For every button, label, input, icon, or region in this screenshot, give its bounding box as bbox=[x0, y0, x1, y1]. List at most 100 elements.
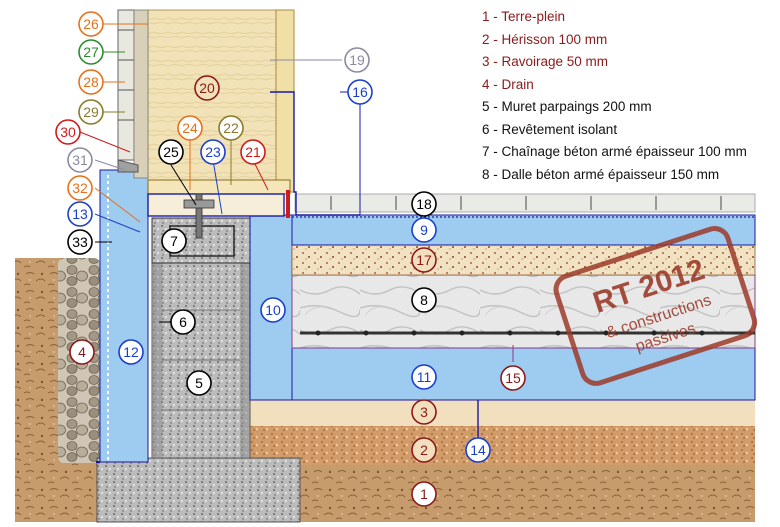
marker-circle bbox=[411, 217, 437, 243]
marker-circle bbox=[118, 339, 144, 365]
marker-9: 9 bbox=[411, 217, 437, 243]
marker-2: 2 bbox=[411, 437, 437, 463]
marker-circle bbox=[411, 191, 437, 217]
footing bbox=[96, 457, 301, 523]
marker-label: 15 bbox=[505, 370, 521, 386]
marker-label: 23 bbox=[205, 144, 221, 160]
marker-30: 30 bbox=[55, 119, 81, 145]
marker-label: 7 bbox=[170, 233, 178, 249]
marker-15: 15 bbox=[500, 365, 526, 391]
marker-circle bbox=[411, 287, 437, 313]
marker-6: 6 bbox=[170, 309, 196, 335]
marker-21: 21 bbox=[240, 139, 266, 165]
marker-label: 31 bbox=[72, 152, 88, 168]
marker-13: 13 bbox=[67, 201, 93, 227]
marker-label: 27 bbox=[83, 44, 99, 60]
marker-circle bbox=[67, 147, 93, 173]
marker-19: 19 bbox=[344, 47, 370, 73]
marker-33: 33 bbox=[67, 229, 93, 255]
marker-label: 30 bbox=[60, 124, 76, 140]
marker-label: 18 bbox=[416, 196, 432, 212]
legend: 1 - Terre-plein 2 - Hérisson 100 mm 3 - … bbox=[482, 6, 747, 186]
marker-label: 2 bbox=[420, 442, 428, 458]
legend-item-6: 6 - Revêtement isolant bbox=[482, 121, 618, 137]
marker-23: 23 bbox=[200, 139, 226, 165]
marker-label: 10 bbox=[265, 302, 281, 318]
marker-label: 32 bbox=[72, 180, 88, 196]
marker-20: 20 bbox=[194, 75, 220, 101]
marker-32: 32 bbox=[67, 175, 93, 201]
marker-circle bbox=[240, 139, 266, 165]
marker-11: 11 bbox=[411, 364, 437, 390]
soil-left-exterior bbox=[15, 258, 65, 463]
marker-label: 1 bbox=[420, 486, 428, 502]
marker-label: 12 bbox=[123, 344, 139, 360]
marker-circle bbox=[177, 115, 203, 141]
marker-circle bbox=[161, 228, 187, 254]
marker-27: 27 bbox=[78, 39, 104, 65]
marker-circle bbox=[411, 247, 437, 273]
marker-25: 25 bbox=[158, 139, 184, 165]
marker-circle bbox=[67, 175, 93, 201]
marker-label: 24 bbox=[182, 120, 198, 136]
marker-label: 17 bbox=[416, 252, 432, 268]
marker-circle bbox=[411, 481, 437, 507]
marker-18: 18 bbox=[411, 191, 437, 217]
marker-29: 29 bbox=[78, 99, 104, 125]
marker-circle bbox=[260, 297, 286, 323]
marker-circle bbox=[344, 47, 370, 73]
marker-label: 29 bbox=[83, 104, 99, 120]
marker-circle bbox=[194, 75, 220, 101]
marker-circle bbox=[55, 119, 81, 145]
legend-item-1: 1 - Terre-plein bbox=[482, 9, 566, 24]
marker-label: 19 bbox=[349, 52, 365, 68]
marker-24: 24 bbox=[177, 115, 203, 141]
marker-circle bbox=[500, 365, 526, 391]
legend-item-2: 2 - Hérisson 100 mm bbox=[482, 31, 608, 47]
marker-31: 31 bbox=[67, 147, 93, 173]
legend-item-8: 8 - Dalle béton armé épaisseur 150 mm bbox=[482, 166, 720, 182]
marker-12: 12 bbox=[118, 339, 144, 365]
marker-circle bbox=[218, 115, 244, 141]
floor-insulation bbox=[291, 214, 756, 246]
marker-10: 10 bbox=[260, 297, 286, 323]
marker-28: 28 bbox=[78, 69, 104, 95]
marker-label: 5 bbox=[195, 375, 203, 391]
marker-label: 8 bbox=[420, 292, 428, 308]
marker-3: 3 bbox=[411, 399, 437, 425]
marker-label: 26 bbox=[83, 16, 99, 32]
marker-label: 25 bbox=[163, 144, 179, 160]
anchor-bolt bbox=[195, 193, 203, 239]
marker-label: 6 bbox=[179, 314, 187, 330]
marker-26: 26 bbox=[78, 11, 104, 37]
base-rail bbox=[147, 193, 285, 217]
marker-circle bbox=[186, 370, 212, 396]
marker-circle bbox=[158, 139, 184, 165]
exterior-cladding bbox=[117, 9, 135, 161]
herisson-layer bbox=[250, 425, 755, 465]
marker-16: 16 bbox=[347, 79, 373, 105]
marker-circle bbox=[69, 339, 95, 365]
marker-label: 16 bbox=[352, 84, 368, 100]
marker-circle bbox=[347, 79, 373, 105]
marker-7: 7 bbox=[161, 228, 187, 254]
marker-8: 8 bbox=[411, 287, 437, 313]
marker-label: 11 bbox=[417, 369, 432, 385]
marker-circle bbox=[67, 201, 93, 227]
marker-label: 9 bbox=[420, 222, 428, 238]
legend-item-5: 5 - Muret parpaings 200 mm bbox=[482, 99, 652, 114]
marker-label: 33 bbox=[72, 234, 88, 250]
marker-22: 22 bbox=[218, 115, 244, 141]
legend-item-4: 4 - Drain bbox=[482, 76, 534, 92]
concrete-slab bbox=[291, 274, 756, 349]
marker-14: 14 bbox=[465, 437, 491, 463]
airtight-line bbox=[270, 91, 360, 216]
marker-1: 1 bbox=[411, 481, 437, 507]
marker-circle bbox=[78, 69, 104, 95]
marker-circle bbox=[78, 39, 104, 65]
marker-circle bbox=[411, 437, 437, 463]
marker-label: 22 bbox=[223, 120, 239, 136]
ravoirage-layer bbox=[250, 400, 755, 426]
marker-label: 14 bbox=[470, 442, 486, 458]
